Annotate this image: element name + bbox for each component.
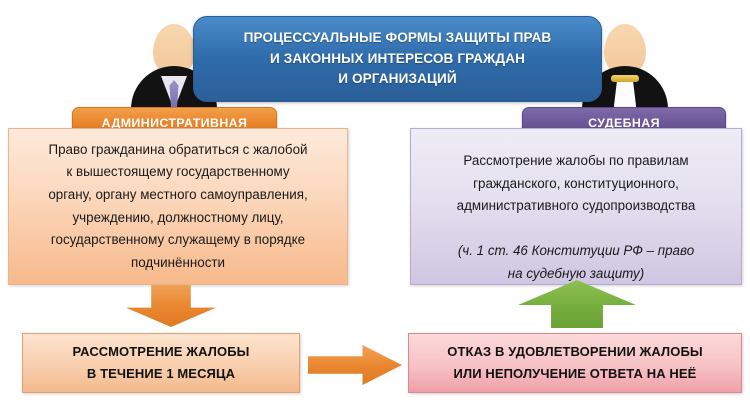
- result-box-administrative: РАССМОТРЕНИЕ ЖАЛОБЫ В ТЕЧЕНИЕ 1 МЕСЯЦА: [22, 333, 300, 393]
- down-arrow-orange: [126, 285, 216, 327]
- branch-body-judicial-plain: Рассмотрение жалобы по правилам гражданс…: [456, 153, 696, 214]
- branch-body-judicial-citation: (ч. 1 ст. 46 Конституции РФ – право на с…: [457, 243, 695, 281]
- branch-body-judicial: Рассмотрение жалобы по правилам гражданс…: [410, 128, 742, 285]
- branch-body-judicial-text: Рассмотрение жалобы по правилам гражданс…: [447, 128, 706, 286]
- branch-header-administrative-label: АДМИНИСТРАТИВНАЯ: [101, 115, 248, 130]
- result-box-judicial-text: ОТКАЗ В УДОВЛЕТВОРЕНИИ ЖАЛОБЫ ИЛИ НЕПОЛУ…: [447, 343, 703, 381]
- branch-header-judicial-label: СУДЕБНАЯ: [588, 115, 660, 130]
- result-box-judicial: ОТКАЗ В УДОВЛЕТВОРЕНИИ ЖАЛОБЫ ИЛИ НЕПОЛУ…: [408, 333, 742, 393]
- diagram-title-banner: ПРОЦЕССУАЛЬНЫЕ ФОРМЫ ЗАЩИТЫ ПРАВ И ЗАКОН…: [193, 16, 602, 102]
- up-arrow-green: [518, 280, 636, 328]
- businessman-tie: [169, 80, 179, 114]
- right-arrow-orange: [308, 345, 402, 385]
- diagram-title-text: ПРОЦЕССУАЛЬНЫЕ ФОРМЫ ЗАЩИТЫ ПРАВ И ЗАКОН…: [243, 30, 552, 87]
- branch-body-administrative-text: Право гражданина обратиться с жалобой к …: [48, 141, 308, 270]
- branch-body-administrative: Право гражданина обратиться с жалобой к …: [8, 128, 348, 285]
- result-box-administrative-text: РАССМОТРЕНИЕ ЖАЛОБЫ В ТЕЧЕНИЕ 1 МЕСЯЦА: [72, 343, 250, 381]
- judge-gold-chain: [611, 75, 639, 82]
